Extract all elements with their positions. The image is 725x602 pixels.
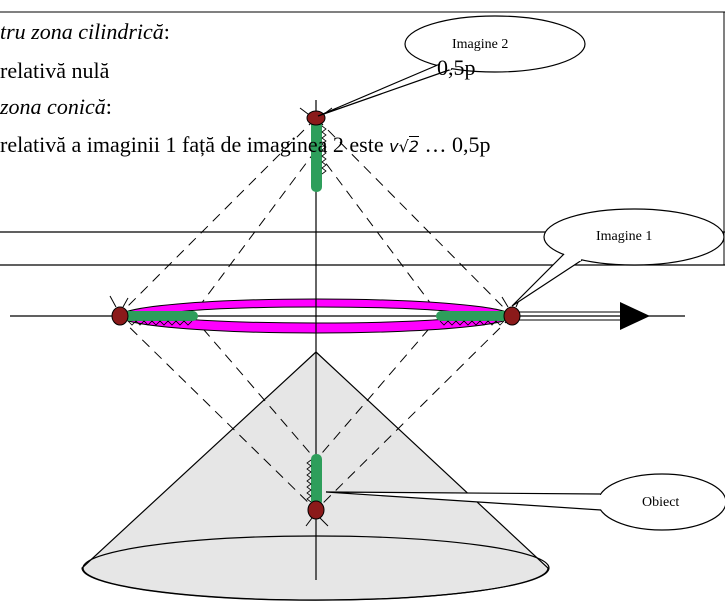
text-line-2-points: 0,5p — [437, 55, 476, 80]
dashed-ray-8 — [315, 315, 441, 461]
callout-obiect — [325, 473, 725, 531]
sqrt-symbol: √ — [398, 137, 409, 156]
dashed-ray-6 — [315, 149, 441, 317]
velocity-arrow-head — [620, 302, 650, 330]
image1-insect-left — [109, 295, 198, 326]
callout-imagine1-label: Imagine 1 — [596, 229, 653, 244]
object-insect — [305, 454, 329, 527]
dashed-ray-2 — [315, 117, 513, 317]
image1-insect-right — [436, 296, 521, 326]
text-line-4: relativă a imaginii 1 față de imaginea 2… — [0, 134, 490, 156]
text-line-4-radicand: 2 — [408, 136, 419, 156]
text-line-1-label: tru zona cilindrică — [0, 19, 164, 44]
dashed-ray-7 — [191, 315, 317, 461]
text-line-3-label: zona conică — [0, 94, 106, 119]
text-line-2: relativă nulă — [0, 60, 109, 82]
text-line-1-colon: : — [163, 19, 170, 44]
text-line-4-suffix: … 0,5p — [418, 132, 491, 157]
callout-obiect-label: Obiect — [642, 495, 680, 510]
text-line-1: tru zona cilindrică: — [0, 21, 170, 43]
dashed-ray-5 — [191, 149, 317, 317]
dashed-ray-1 — [117, 117, 317, 317]
text-line-2-text: relativă nulă — [0, 58, 110, 83]
dashed-ray-4 — [315, 315, 513, 511]
text-line-4-v: v — [389, 137, 399, 156]
callout-imagine2-label: Imagine 2 — [452, 37, 509, 52]
dashed-rays — [117, 117, 513, 511]
image2-insect — [299, 107, 333, 192]
dashed-ray-3 — [117, 315, 317, 511]
text-line-3-colon: : — [105, 94, 112, 119]
callout-imagine1 — [511, 208, 725, 307]
callout-imagine2 — [317, 15, 586, 117]
text-line-4-prefix: relativă a imaginii 1 față de imaginea 2… — [0, 132, 390, 157]
text-line-3: zona conică: — [0, 96, 112, 118]
